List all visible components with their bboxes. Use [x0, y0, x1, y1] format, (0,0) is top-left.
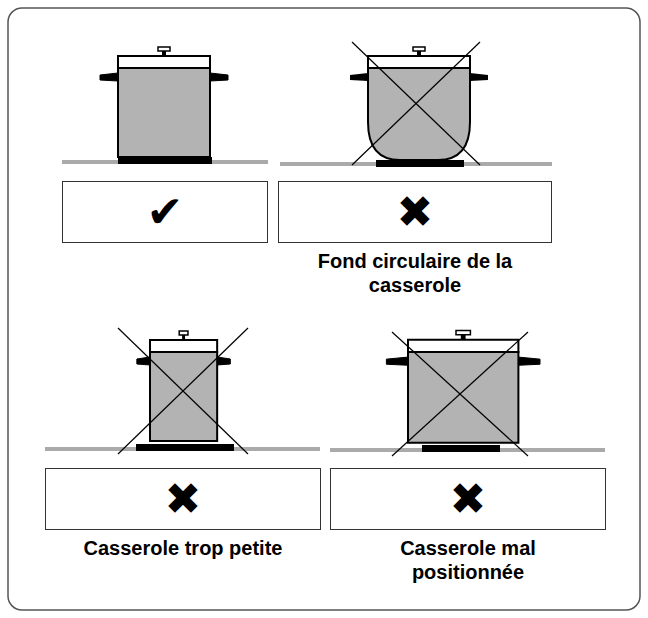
symbol-frame: ✖ [278, 181, 552, 243]
symbol-frame: ✖ [330, 468, 606, 530]
correct-pot [62, 47, 268, 164]
symbol-box: ✖ Fond circulaire de la casserole [278, 181, 552, 297]
symbol-box: ✖ Casserole mal positionnée [330, 468, 606, 584]
caption-text: Casserole trop petite [45, 536, 321, 560]
round-bottom-pot [280, 42, 552, 167]
caption-text: Casserole mal positionnée [368, 536, 568, 584]
status-symbol: ✔ [147, 190, 184, 234]
status-symbol: ✖ [165, 477, 202, 521]
outer-panel [8, 8, 640, 610]
small-pot [45, 328, 320, 454]
symbol-frame: ✖ [45, 468, 321, 530]
offset-pot [330, 331, 605, 456]
status-symbol: ✖ [450, 477, 487, 521]
caption-text: Fond circulaire de la casserole [284, 249, 546, 297]
status-symbol: ✖ [397, 190, 434, 234]
symbol-box: ✔ [62, 181, 268, 243]
symbol-frame: ✔ [62, 181, 268, 243]
symbol-box: ✖ Casserole trop petite [45, 468, 321, 560]
